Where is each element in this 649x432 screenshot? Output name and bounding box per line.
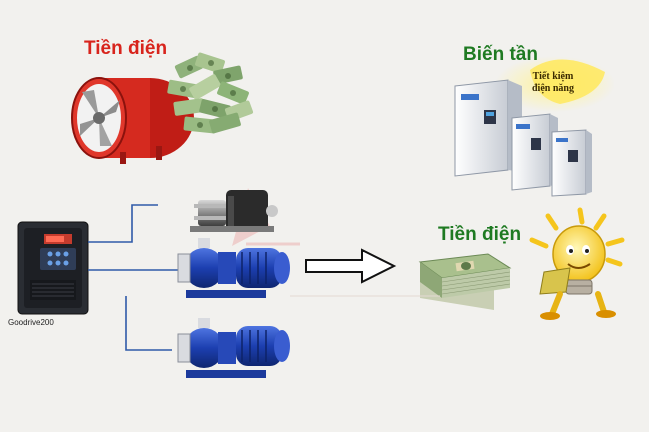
axial-fan-icon <box>71 77 194 164</box>
pump-icon <box>177 238 290 298</box>
light-bulb-mascot-icon <box>529 207 625 320</box>
saved-cost-label: Tiền điện <box>438 224 522 245</box>
right-arrow-icon <box>305 248 397 284</box>
energy-saving-line1: Tiết kiệm <box>532 71 574 82</box>
inverter-label: Biến tần <box>463 44 538 65</box>
drive-model-label: Goodrive200 <box>8 318 54 327</box>
drive-wires <box>88 204 186 351</box>
money-stack-icon <box>418 253 512 310</box>
inverter-cabinets-icon <box>454 56 615 197</box>
pump-icon <box>177 318 290 378</box>
money-pile-icon <box>167 52 254 134</box>
energy-saving-line2: điện năng <box>532 83 574 94</box>
pump-icon <box>190 190 278 232</box>
energy-saving-badge: Tiết kiệm điện năng <box>532 71 574 95</box>
fan-cost-label: Tiền điện <box>84 38 168 59</box>
vfd-drive-icon <box>17 221 89 315</box>
